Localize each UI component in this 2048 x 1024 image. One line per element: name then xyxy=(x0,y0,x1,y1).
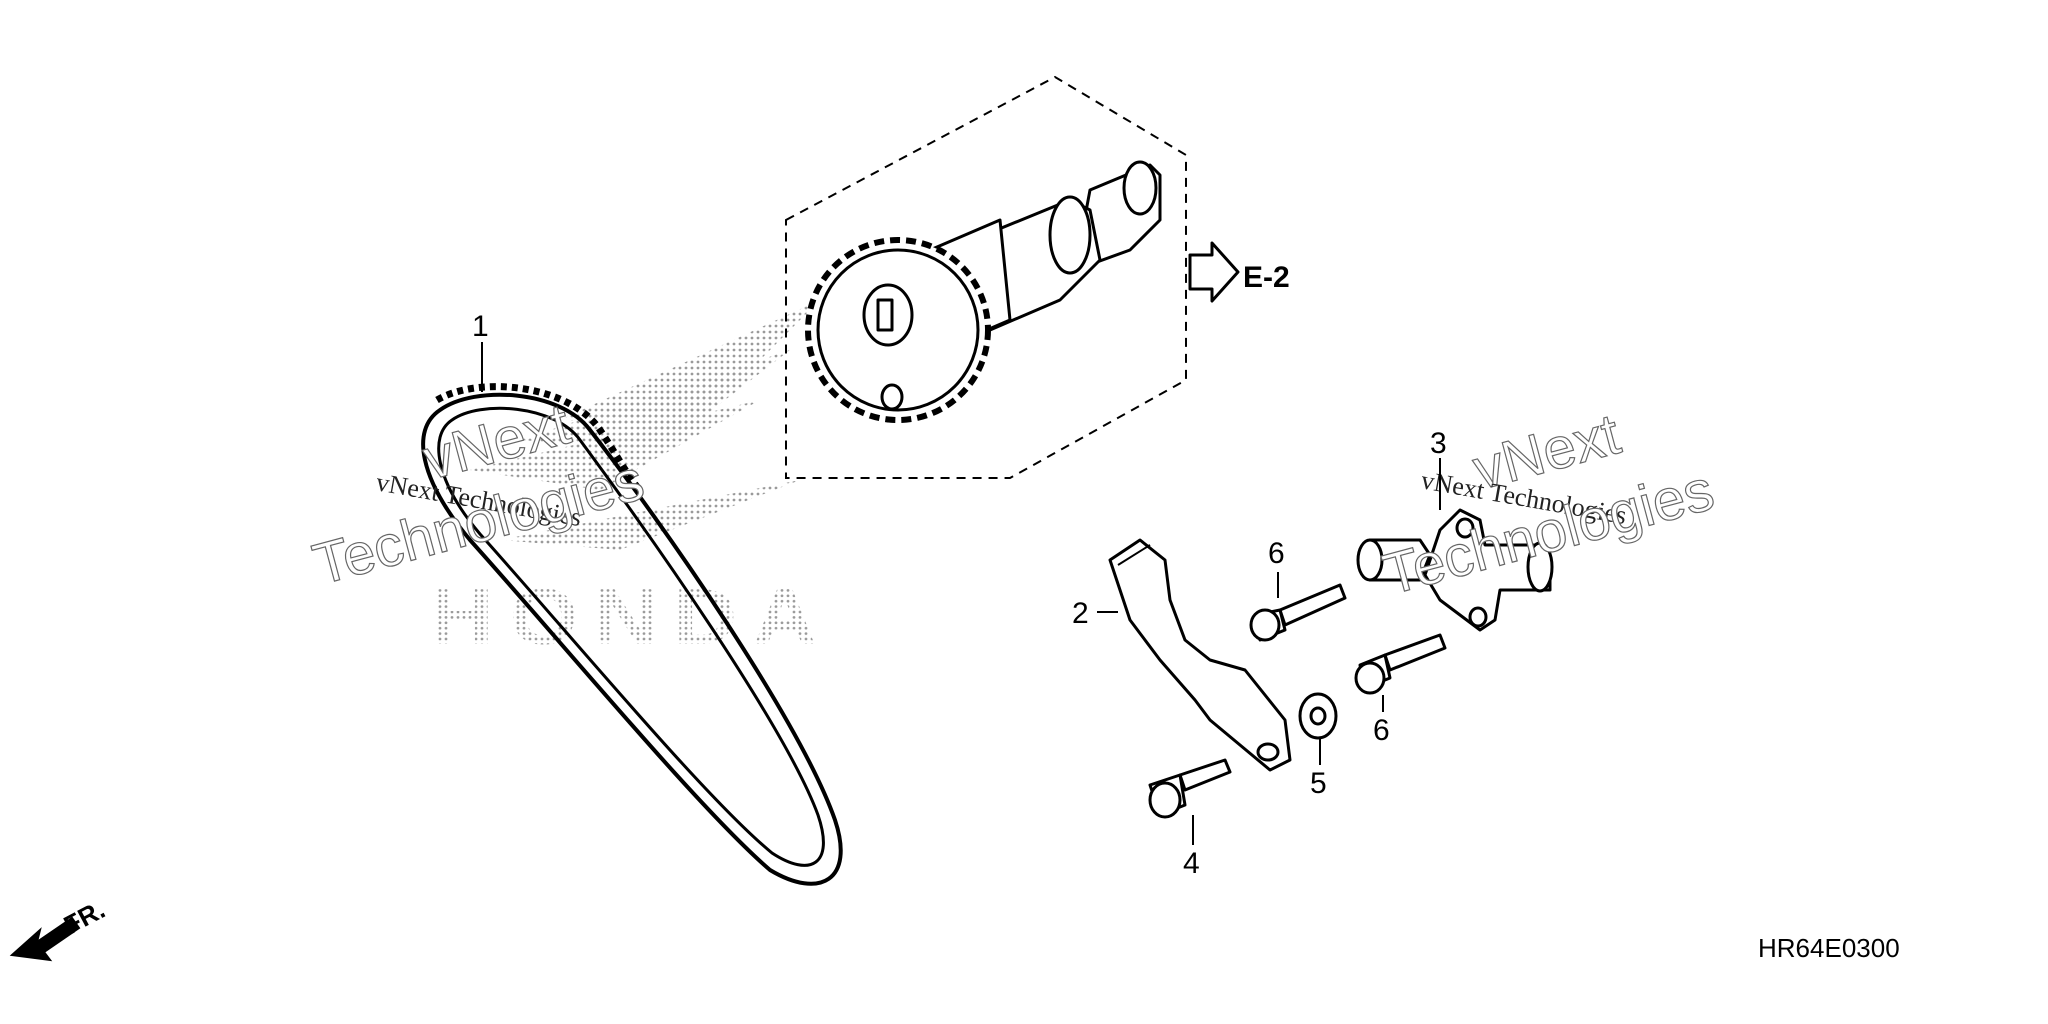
callout-6-upper: 6 xyxy=(1268,537,1285,570)
bolt-6-lower xyxy=(1354,633,1447,695)
front-marker: FR. xyxy=(9,894,110,962)
callout-6-lower: 6 xyxy=(1373,714,1390,747)
reference-label: E-2 xyxy=(1243,261,1290,294)
bolt-flange-4 xyxy=(1148,758,1232,819)
camshaft-dashed-boundary xyxy=(785,75,1187,479)
callout-3: 3 xyxy=(1430,427,1447,460)
front-arrow-icon xyxy=(9,916,81,962)
leader-lines xyxy=(481,342,1441,845)
callout-1: 1 xyxy=(472,310,489,343)
tensioner-arm xyxy=(1108,538,1292,772)
washer-5 xyxy=(1298,692,1338,740)
callout-2: 2 xyxy=(1072,597,1089,630)
reference-e2: E-2 xyxy=(1188,241,1290,303)
callout-4: 4 xyxy=(1183,847,1200,880)
callout-5: 5 xyxy=(1310,767,1327,800)
honda-logo-text: HONDA xyxy=(430,572,833,661)
reference-arrow-icon xyxy=(1188,241,1240,303)
diagram-code: HR64E0300 xyxy=(1758,933,1900,963)
cam-chain xyxy=(421,383,843,886)
camshaft-sprocket xyxy=(805,160,1162,423)
bolt-6-upper xyxy=(1249,583,1347,642)
tensioner-lifter xyxy=(1356,508,1554,632)
honda-logo-watermark: HONDA xyxy=(430,300,833,661)
